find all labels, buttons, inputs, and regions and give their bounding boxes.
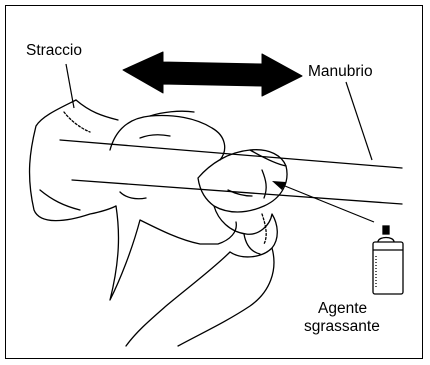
handlebar-label: Manubrio [308, 63, 373, 81]
degreaser-label-line1: Agente [318, 300, 367, 318]
rag-label: Straccio [26, 42, 82, 60]
handlebar-tube [60, 140, 402, 204]
double-headed-arrow-icon [123, 52, 302, 96]
degreaser-leader-line [280, 184, 374, 222]
spray-can-icon [373, 226, 403, 294]
left-hand [110, 206, 236, 300]
rag-left [30, 100, 116, 221]
degreaser-label-line2: sgrassante [304, 318, 380, 336]
rag-leader-line [66, 64, 74, 108]
right-hand [214, 206, 277, 257]
rag-right [198, 150, 287, 212]
handlebar-leader-line [346, 82, 372, 160]
